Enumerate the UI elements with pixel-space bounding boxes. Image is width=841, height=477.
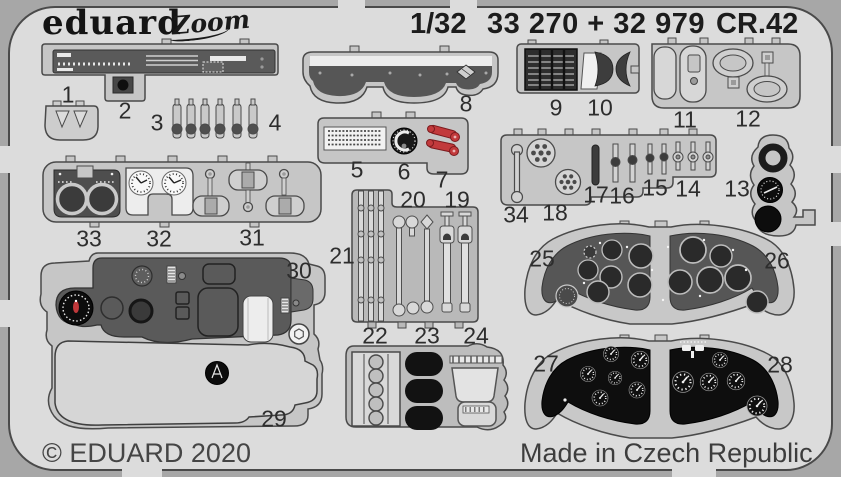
parts-9-10: [516, 39, 640, 94]
part-9-grille: [524, 48, 578, 91]
part-label-22: 22: [362, 322, 388, 349]
copyright-text: © EDUARD 2020: [42, 438, 251, 468]
part-label-23: 23: [414, 322, 440, 349]
parts-5-6-7: [317, 111, 469, 175]
part-label-15: 15: [642, 174, 668, 201]
cover-assembly: [449, 355, 503, 427]
part-label-18: 18: [542, 199, 568, 226]
part-label-24: 24: [463, 322, 489, 349]
part-2-rail: [41, 38, 279, 102]
product-codes: 33 270 + 32 979: [487, 8, 705, 40]
parts-14-18-34: [500, 128, 717, 206]
part-label-21: 21: [329, 242, 355, 269]
part-label-33: 33: [76, 225, 102, 252]
part-30-upper-panel: [55, 257, 314, 345]
part-13-gauge-stack: [749, 134, 816, 237]
parts-3-4-strips: [171, 98, 259, 139]
part-17-handle: [591, 144, 600, 186]
part-label-17: 17: [583, 181, 609, 208]
scale-text: 1/32: [410, 8, 467, 40]
part-label-7: 7: [435, 166, 449, 193]
part-label-11: 11: [673, 106, 697, 133]
part-31-buckles: [192, 162, 305, 217]
parts-20-23-straps: [392, 214, 434, 317]
made-in-text: Made in Czech Republic: [520, 438, 813, 468]
part-label-19: 19: [444, 186, 470, 213]
part-label-10: 10: [587, 94, 613, 121]
fuel-cock-symbol: [680, 341, 706, 358]
part-33-subpanel: [53, 165, 121, 218]
part-5-placard: [323, 126, 387, 151]
part-label-6: 6: [397, 158, 411, 185]
part-label-2: 2: [118, 97, 132, 124]
parts-25-26-panel: [524, 220, 795, 325]
part-label-1: 1: [61, 81, 75, 108]
part-label-3: 3: [150, 109, 164, 136]
part-label-16: 16: [609, 182, 635, 209]
antiglare-pads: [405, 352, 443, 430]
parts-11-12: [651, 37, 801, 109]
parts-31-32-33: [42, 155, 322, 228]
part-label-20: 20: [400, 186, 426, 213]
part-label-12: 12: [735, 105, 761, 132]
part-16-levers: [610, 143, 638, 183]
part-29-lower-panel: [54, 340, 319, 426]
part-label-25: 25: [529, 245, 555, 272]
part-label-30: 30: [286, 257, 312, 284]
part-6-dial: [390, 127, 418, 155]
part-18-discs: [526, 138, 582, 196]
parts-19-24-belts: [351, 189, 479, 329]
part-label-5: 5: [350, 156, 364, 183]
part-label-8: 8: [459, 90, 473, 117]
parts-27-28-panel: [524, 334, 795, 439]
parts-19-24-buckle-straps: [439, 211, 473, 313]
part-label-4: 4: [268, 109, 282, 136]
bottom-middle-cluster: [345, 343, 509, 431]
part-7-red-levers: [426, 124, 460, 156]
part-label-29: 29: [261, 405, 287, 432]
part-label-28: 28: [767, 351, 793, 378]
part-14-levers: [672, 141, 714, 171]
part-34-lever: [510, 143, 524, 204]
parts-21-22-straps: [357, 190, 385, 322]
part-12-rings: [712, 48, 788, 103]
part-label-26: 26: [764, 247, 790, 274]
part-label-32: 32: [146, 225, 172, 252]
part-15-levers: [645, 143, 669, 175]
parts-29-30-panel: [39, 252, 326, 430]
part-label-31: 31: [239, 224, 265, 251]
part-8-coaming: [302, 45, 499, 104]
part-label-34: 34: [503, 201, 529, 228]
subject-name: CR.42: [716, 8, 799, 40]
part-11-covers: [653, 45, 707, 103]
part-10-fairing: [580, 51, 640, 90]
eduard-logo: eduard: [42, 3, 182, 43]
part-1-bracket: [44, 100, 99, 141]
part-label-9: 9: [549, 94, 563, 121]
bezels-strip: [351, 351, 401, 427]
part-label-13: 13: [724, 175, 750, 202]
part-32-clock-panel: [125, 167, 194, 216]
part-label-27: 27: [533, 350, 559, 377]
part-label-14: 14: [675, 175, 701, 202]
